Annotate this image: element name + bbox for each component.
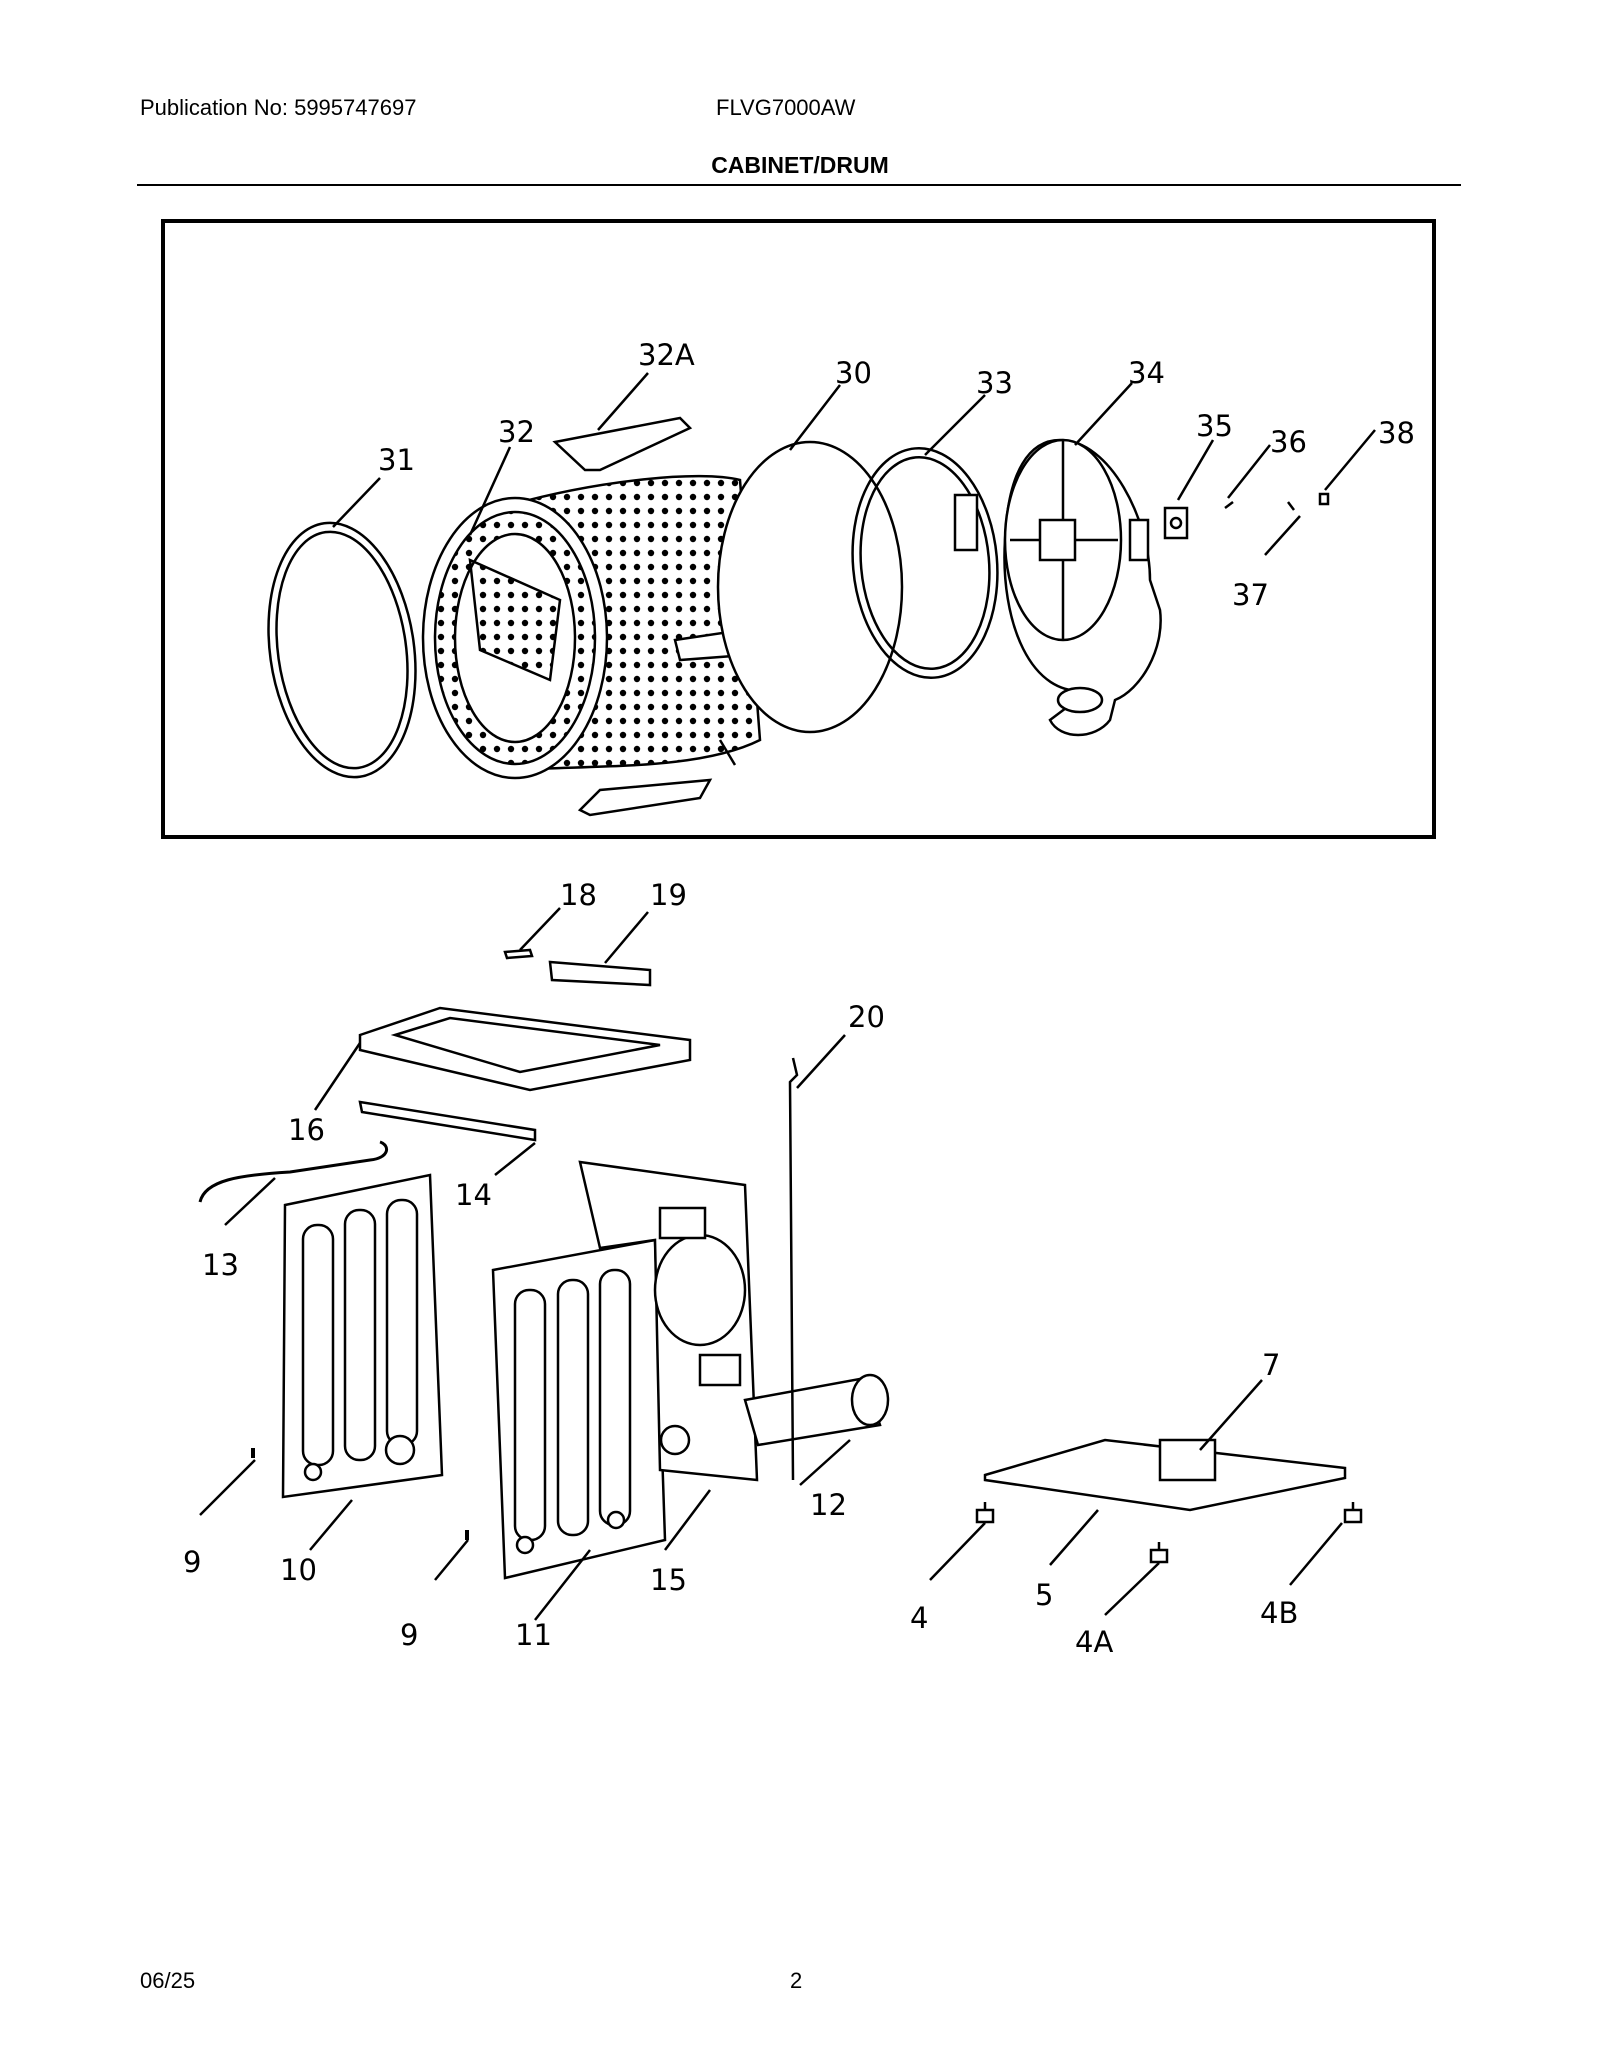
power-cord-part	[788, 1057, 799, 1481]
callout-20: 20	[848, 1000, 885, 1034]
exhaust-duct-part	[743, 1373, 890, 1447]
publication-date: 06/25	[140, 1968, 196, 1993]
bracket-part	[503, 948, 534, 960]
callout-37: 37	[1232, 578, 1269, 612]
callout-4a: 4A	[1075, 1625, 1113, 1659]
rear-panel-part	[578, 1160, 759, 1482]
callout-4b: 4B	[1260, 1596, 1298, 1630]
callout-13: 13	[202, 1248, 239, 1282]
callout-14: 14	[455, 1178, 492, 1212]
door-seal-ring-part	[267, 521, 417, 779]
top-bracket-part	[548, 960, 652, 987]
drum-baffle-part	[552, 416, 713, 817]
callout-30: 30	[835, 356, 872, 390]
leveling-feet-parts	[975, 1502, 1363, 1564]
top-panel-part	[358, 1006, 692, 1092]
callout-numbers: 31 32 32A 30 33 34 35 36 37 38 18 19 20 …	[183, 338, 1415, 1659]
side-panel-right-part	[491, 1238, 667, 1580]
callout-16: 16	[288, 1113, 325, 1147]
callout-15: 15	[650, 1563, 687, 1597]
callout-12: 12	[810, 1488, 847, 1522]
drum-rear-disc-part	[716, 440, 904, 734]
callout-38: 38	[1378, 416, 1415, 450]
callout-19: 19	[650, 878, 687, 912]
callout-18: 18	[560, 878, 597, 912]
callout-34: 34	[1128, 356, 1165, 390]
callout-32a: 32A	[638, 338, 695, 372]
page-number: 2	[790, 1968, 803, 1993]
rear-bearing-housing-part	[953, 438, 1162, 737]
cabinet-leader-lines	[199, 907, 1343, 1621]
callout-33: 33	[976, 366, 1013, 400]
callout-4: 4	[910, 1601, 928, 1635]
front-strip-part	[358, 1100, 537, 1142]
small-fastener-parts	[1163, 492, 1330, 540]
callout-7: 7	[1262, 1348, 1280, 1382]
callout-35: 35	[1196, 409, 1233, 443]
callout-36: 36	[1270, 425, 1307, 459]
callout-5: 5	[1035, 1578, 1053, 1612]
base-part	[983, 1438, 1347, 1512]
callout-9-left: 9	[183, 1545, 201, 1579]
drum-section-frame	[161, 219, 1436, 839]
callout-9-right: 9	[400, 1618, 418, 1652]
rear-seal-ring-part	[851, 447, 999, 679]
callout-32: 32	[498, 415, 535, 449]
callout-31: 31	[378, 443, 415, 477]
side-panel-left-part	[281, 1173, 444, 1499]
callout-11: 11	[515, 1618, 552, 1652]
callout-10: 10	[280, 1553, 317, 1587]
publication-number: Publication No: 5995747697	[140, 95, 417, 120]
section-title: CABINET/DRUM	[711, 152, 889, 178]
drum-part	[421, 474, 814, 780]
panel-clip-parts	[251, 1448, 469, 1540]
hose-part	[198, 1140, 388, 1203]
model-number: FLVG7000AW	[716, 95, 856, 120]
drum-leader-lines	[332, 372, 1376, 556]
header-rule	[137, 184, 1461, 186]
